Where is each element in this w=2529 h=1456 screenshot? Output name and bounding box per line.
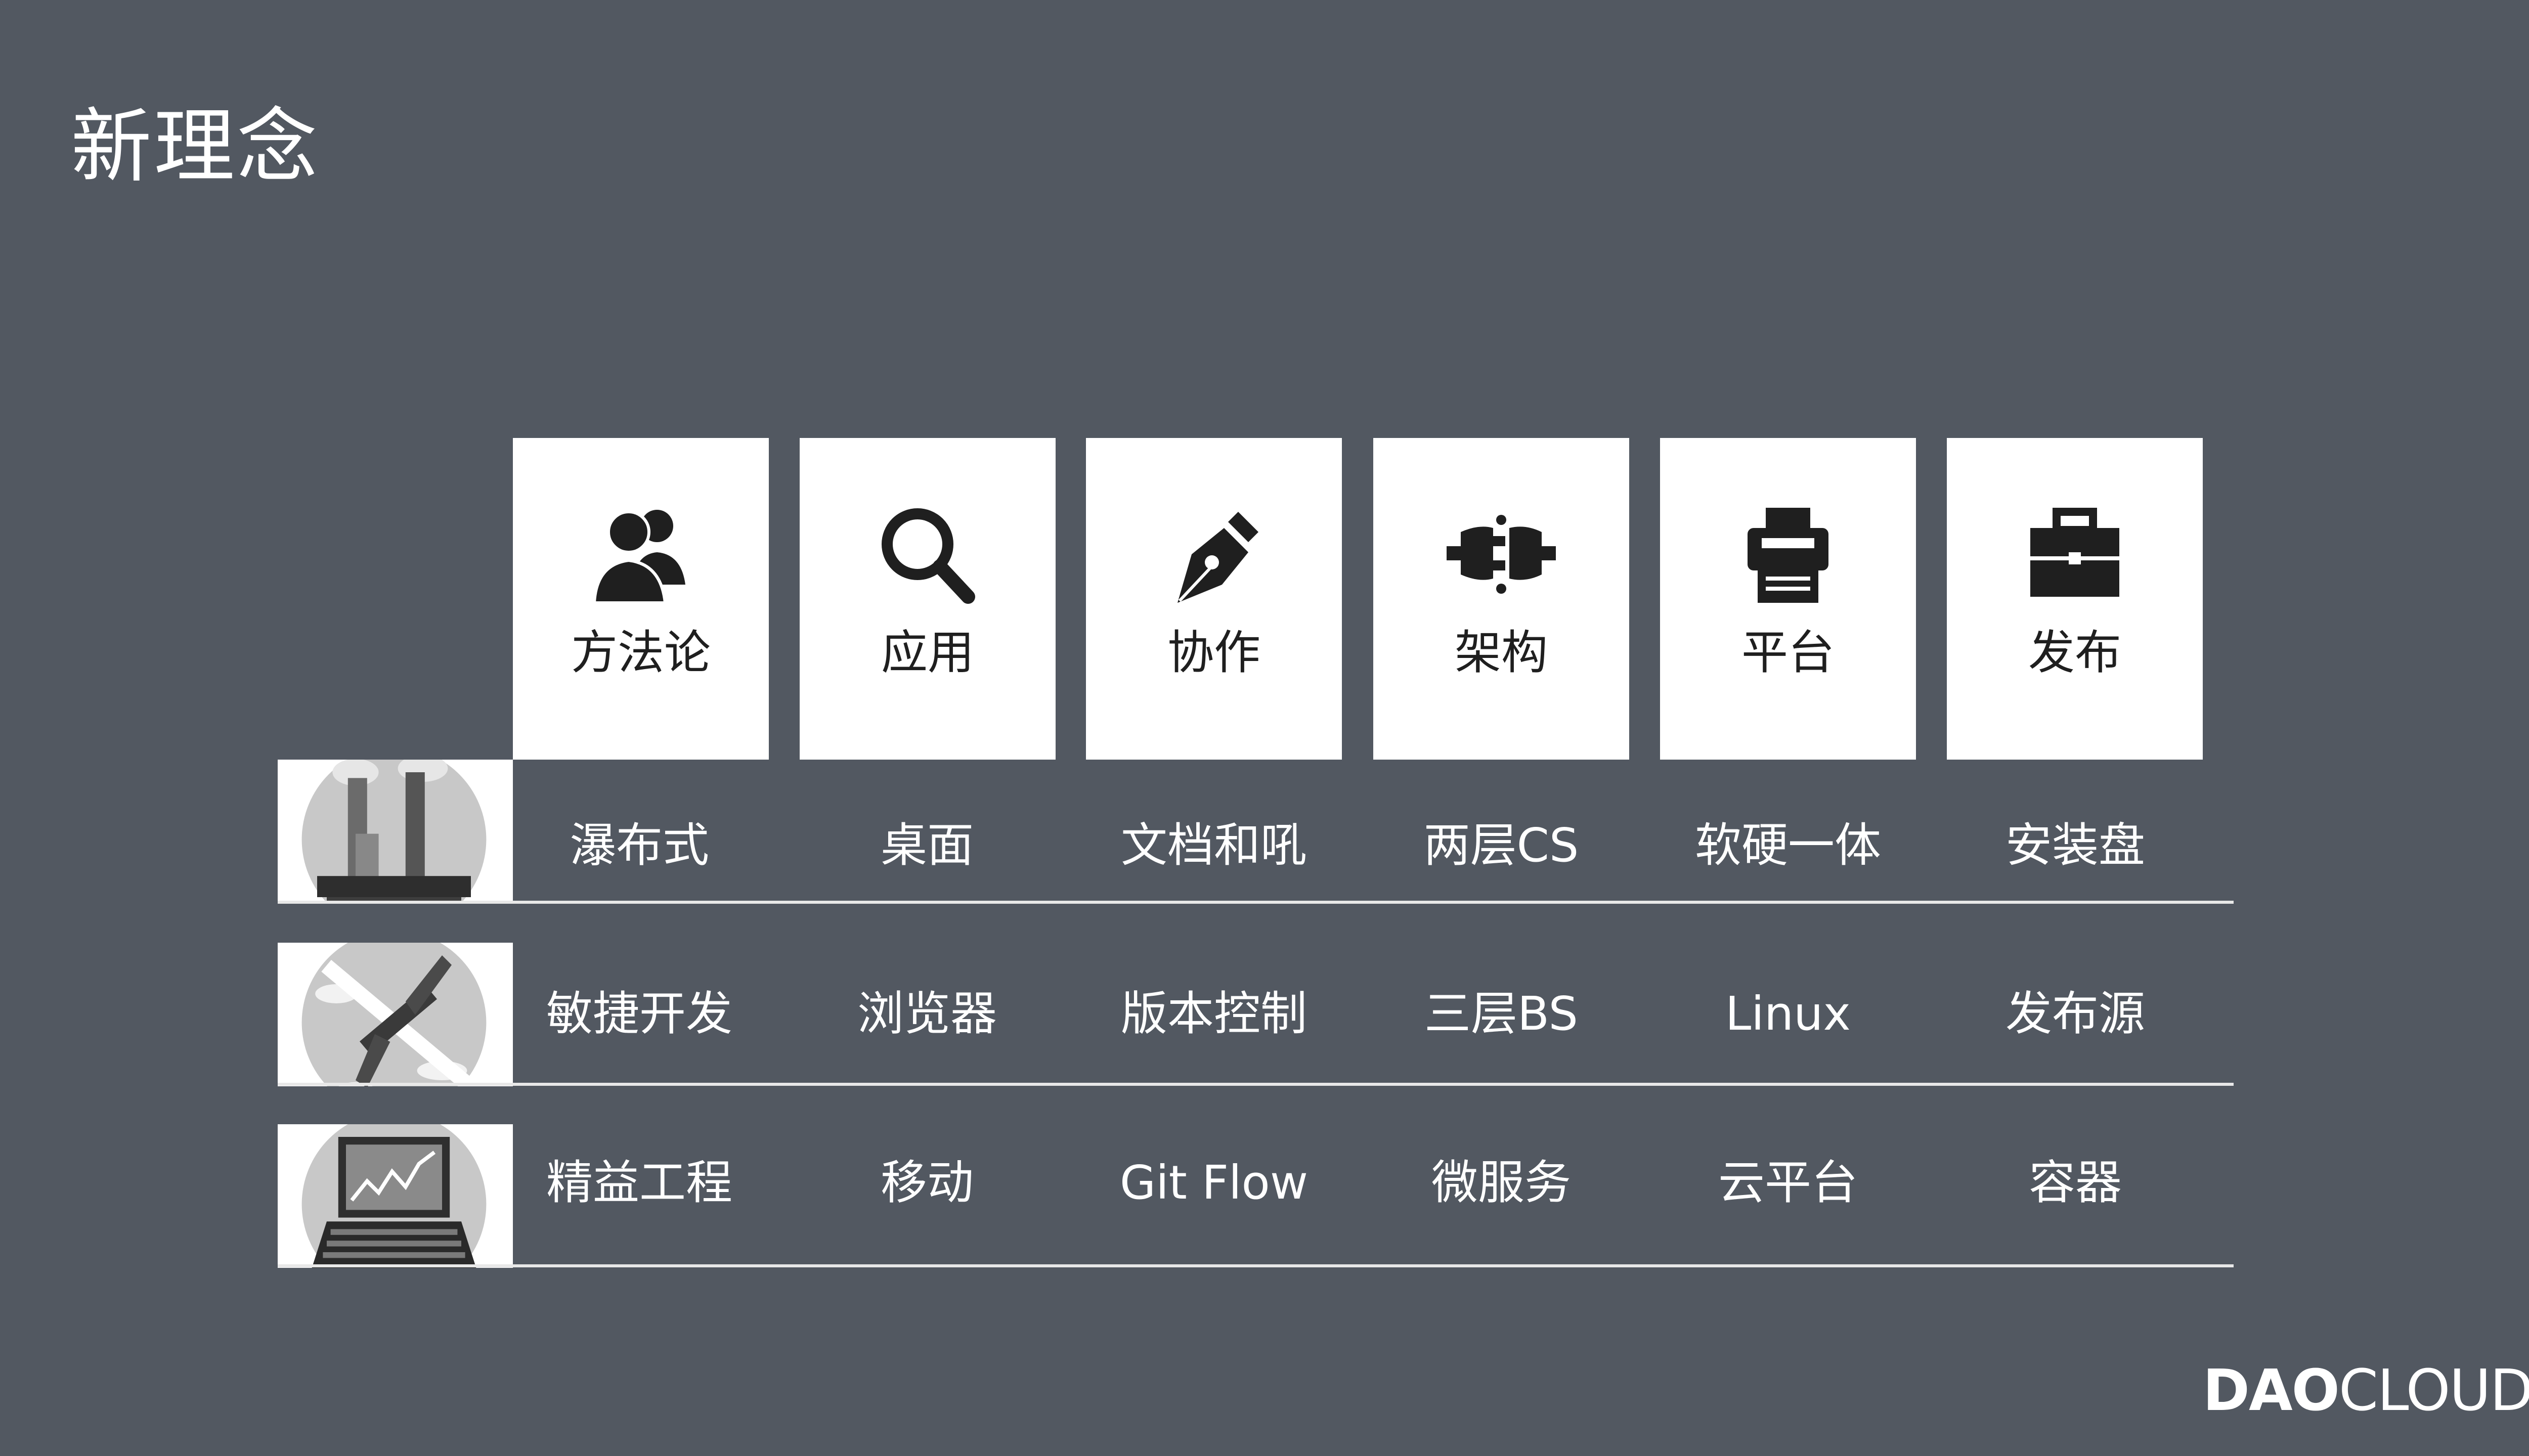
briefcase-icon — [1947, 498, 2203, 609]
cell-text: 安装盘 — [2005, 818, 2145, 872]
column-label: 发布 — [2028, 626, 2121, 680]
logo-text-bold: DAO — [2203, 1358, 2340, 1424]
laptop-chart-image — [278, 1124, 513, 1268]
cell-text: 容器 — [2028, 1156, 2122, 1210]
card-application: 应用 — [800, 438, 1056, 760]
cell-text: 云平台 — [1718, 1156, 1858, 1210]
cell-text: 精益工程 — [546, 1156, 732, 1210]
card-release: 发布 — [1947, 438, 2203, 760]
row-divider — [278, 901, 2234, 904]
factory-image — [278, 760, 513, 903]
airplane-image — [278, 943, 513, 1086]
search-icon — [800, 498, 1056, 609]
card-architecture: 架构 — [1373, 438, 1629, 760]
row-divider — [278, 1264, 2234, 1267]
column-label: 平台 — [1741, 626, 1835, 680]
cell-text: 瀑布式 — [569, 818, 709, 872]
cell-text: 移动 — [880, 1156, 974, 1210]
daocloud-logo: DAOCLOUD — [2203, 1358, 2529, 1424]
cell-text: 两层CS — [1423, 818, 1579, 872]
printer-icon — [1660, 498, 1916, 609]
cell-text: 文档和吼 — [1120, 818, 1307, 872]
card-platform: 平台 — [1660, 438, 1916, 760]
column-label: 应用 — [881, 626, 974, 680]
cell-text: Linux — [1725, 987, 1851, 1041]
plug-icon — [1373, 498, 1629, 609]
cell-text: 微服务 — [1431, 1156, 1571, 1210]
slide-title: 新理念 — [71, 99, 320, 194]
cell-text: 三层BS — [1424, 987, 1578, 1041]
card-methodology: 方法论 — [513, 438, 769, 760]
cell-text: Git Flow — [1119, 1156, 1309, 1210]
card-collaboration: 协作 — [1086, 438, 1342, 760]
column-label: 架构 — [1454, 626, 1548, 680]
cell-text: 桌面 — [880, 818, 974, 872]
pen-nib-icon — [1086, 498, 1342, 609]
logo-text-light: CLOUD — [2338, 1358, 2529, 1424]
cell-text: 敏捷开发 — [546, 987, 732, 1041]
column-label: 协作 — [1167, 626, 1260, 680]
cell-text: 软硬一体 — [1694, 818, 1881, 872]
cell-text: 版本控制 — [1120, 987, 1307, 1041]
cell-text: 发布源 — [2005, 987, 2145, 1041]
column-label: 方法论 — [571, 626, 711, 680]
row-divider — [278, 1083, 2234, 1086]
users-icon — [513, 498, 769, 609]
cell-text: 浏览器 — [857, 987, 997, 1041]
